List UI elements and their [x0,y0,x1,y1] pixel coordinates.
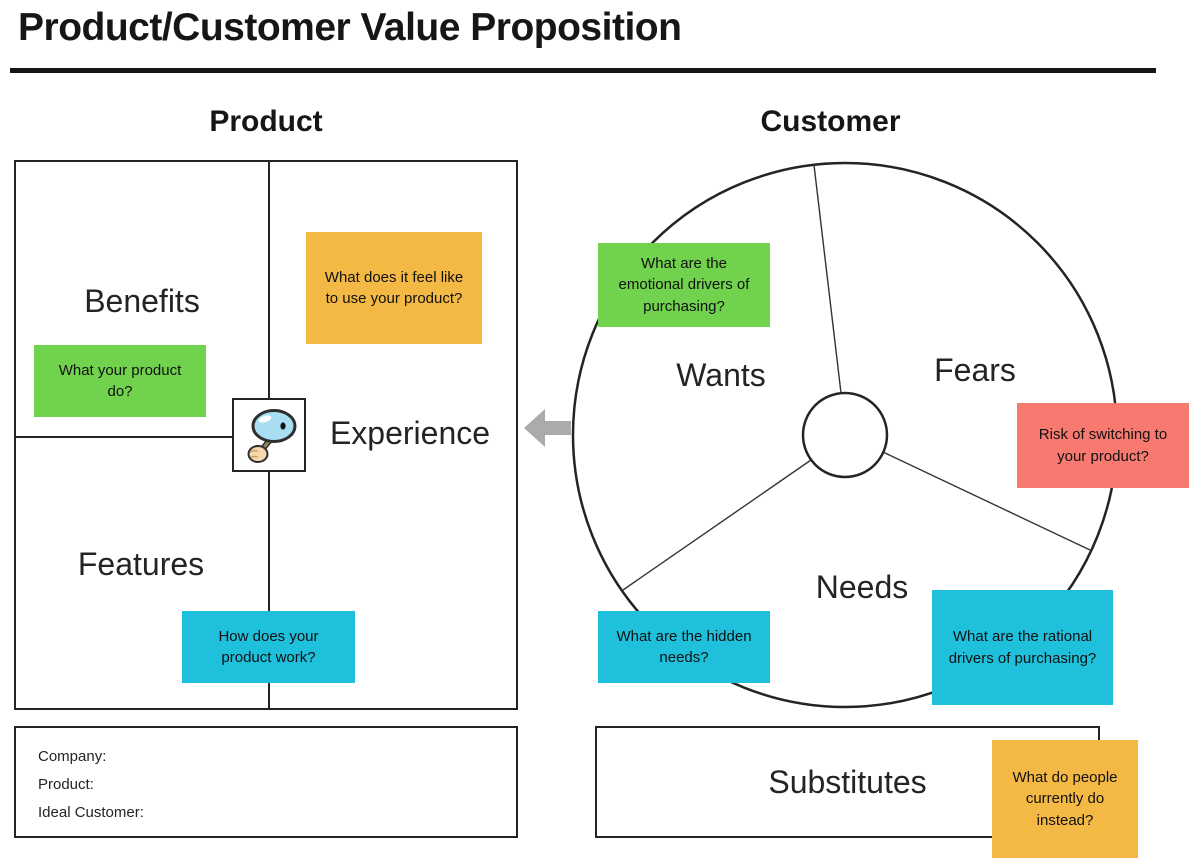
company-info-box: Company: Product: Ideal Customer: [14,726,518,838]
product-horizontal-divider [14,436,233,438]
substitutes-label: Substitutes [768,763,927,800]
page-title: Product/Customer Value Proposition [18,6,682,49]
product-field-label: Product: [38,776,94,793]
rational-drivers-sticky-note[interactable]: What are the rational drivers of purchas… [932,590,1113,705]
sticky-text-line: to use your product? [325,290,463,307]
sticky-text-line: What are the [641,255,727,273]
sticky-text-line: How does your [218,627,319,645]
sticky-text-line: What do people [1012,769,1118,787]
segment-divider-lower-left [622,459,812,591]
benefits-sticky-note[interactable]: What your product do? [34,345,206,417]
ideal-customer-field-label: Ideal Customer: [38,804,144,821]
customer-section-heading: Customer [760,105,901,138]
substitutes-sticky-note[interactable]: What do people currently do instead? [992,740,1138,858]
fears-sticky-note[interactable]: Risk of switching to your product? [1017,403,1189,488]
magnifier-icon [247,409,297,463]
sticky-text-line: What are the hidden [616,627,752,645]
experience-sticky-note[interactable]: What does it feel like to use your produ… [306,232,482,344]
hidden-needs-sticky-note[interactable]: What are the hidden needs? [598,611,770,683]
features-sticky-note[interactable]: How does your product work? [182,611,355,683]
sticky-text-line: instead? [1036,811,1094,829]
title-divider [10,68,1156,73]
wants-sticky-note[interactable]: What are the emotional drivers of purcha… [598,243,770,327]
sticky-text-line: drivers of purchasing? [948,649,1097,667]
experience-label: Experience [329,415,491,451]
wants-label: Wants [676,357,766,393]
sticky-text-line: currently do [1025,790,1105,808]
sticky-text-line: What are the rational [952,628,1093,646]
product-matrix-box [14,160,518,710]
sticky-text-line: emotional drivers of [618,276,750,294]
sticky-text-line: your product? [1057,447,1149,465]
magnifier-icon-box [232,398,306,472]
benefits-label: Benefits [84,283,200,319]
sticky-text-line: needs? [659,649,709,666]
segment-divider-top [813,164,842,394]
sticky-text-line: What does it feel like [324,268,464,286]
company-field-label: Company: [38,748,107,765]
product-section-heading: Product [209,105,323,138]
sticky-text-line: Risk of switching to [1038,426,1168,444]
sticky-text-line: What your product [58,361,182,379]
customer-inner-circle [801,391,889,479]
fears-label: Fears [934,352,1016,388]
features-label: Features [77,546,205,582]
needs-label: Needs [815,569,909,605]
arrow-left-icon [524,409,571,447]
sticky-text-line: purchasing? [643,297,725,315]
segment-divider-lower-right [882,451,1091,551]
sticky-text-line: product work? [221,649,316,666]
sticky-text-line: do? [107,383,133,400]
